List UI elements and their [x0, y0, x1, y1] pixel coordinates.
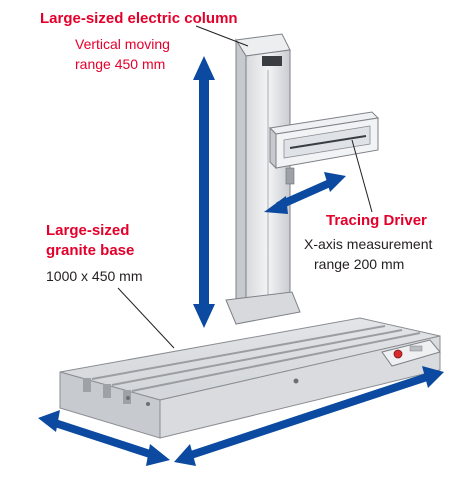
control-panel	[381, 339, 441, 367]
base-leader-line	[117, 287, 175, 349]
granite-base	[59, 317, 441, 439]
vertical-range-arrow	[193, 56, 215, 328]
driver-range-line2: range 200 mm	[314, 256, 405, 272]
width-arrow	[174, 366, 444, 466]
electric-column	[225, 33, 301, 325]
base-title-line1: Large-sized	[46, 222, 130, 239]
driver-title: Tracing Driver	[326, 212, 427, 229]
tracing-driver	[268, 111, 380, 185]
base-title-line2: granite base	[46, 242, 135, 259]
column-range-line2: range 450 mm	[75, 56, 166, 72]
x-axis-range-arrow	[264, 172, 346, 214]
column-range-line1: Vertical moving	[75, 36, 170, 52]
base-dimensions: 1000 x 450 mm	[46, 268, 143, 284]
column-title: Large-sized electric column	[40, 10, 238, 27]
driver-range-line1: X-axis measurement	[304, 236, 433, 252]
column-leader-line	[195, 25, 249, 47]
depth-arrow	[38, 410, 170, 466]
driver-leader-line	[351, 139, 373, 213]
